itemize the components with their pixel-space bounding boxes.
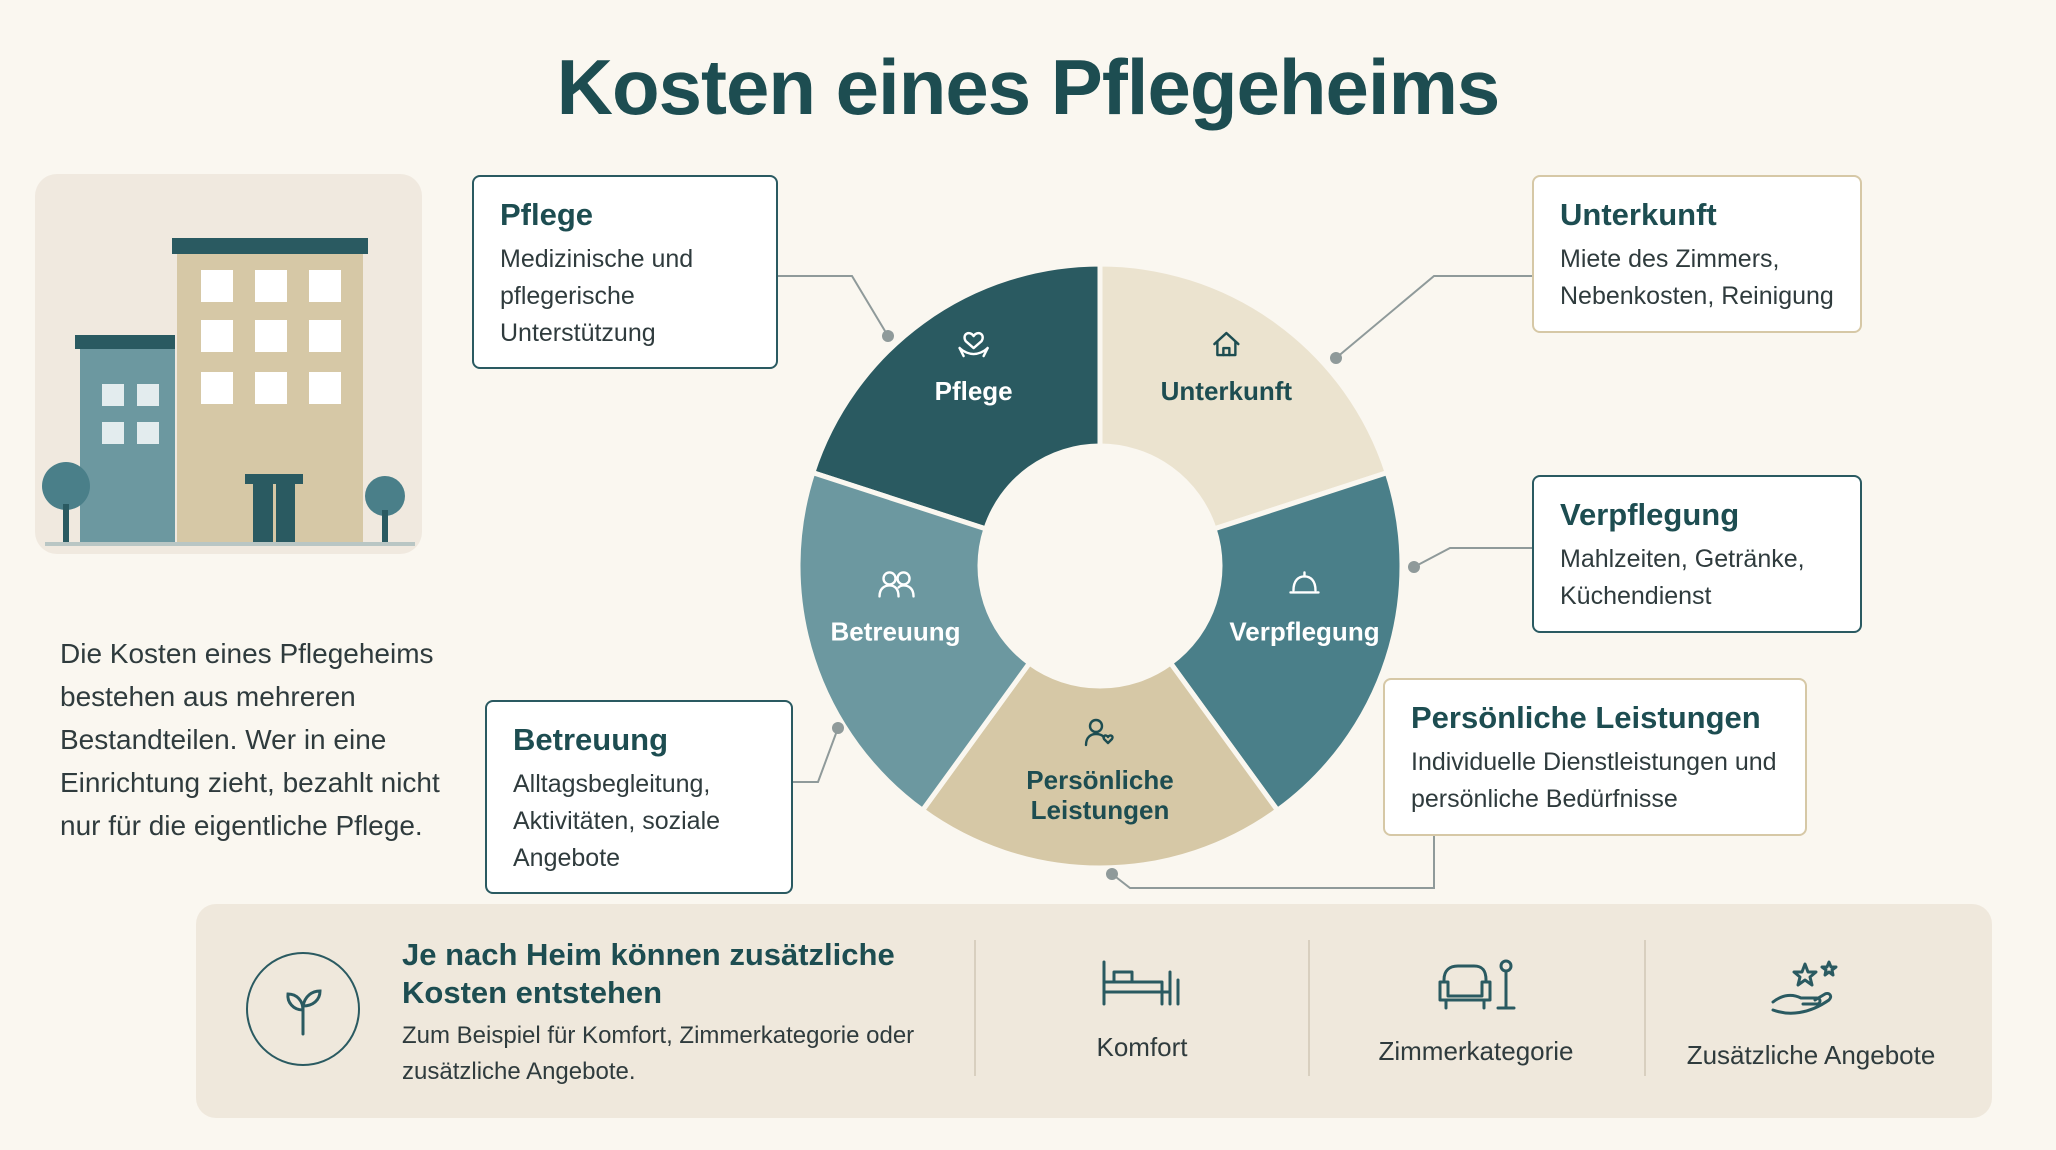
additional-costs-desc: Zum Beispiel für Komfort, Zimmerkategori… xyxy=(402,1022,915,1085)
divider xyxy=(1308,940,1310,1076)
callout-leistungen: Persönliche Leistungen Individuelle Dien… xyxy=(1383,678,1807,836)
house-icon xyxy=(1213,331,1240,357)
callout-title: Unterkunft xyxy=(1560,197,1717,232)
connector-unterkunft xyxy=(1335,275,1532,359)
intro-text: Die Kosten eines Pflegeheims bestehen au… xyxy=(60,638,440,841)
connector-lines xyxy=(778,275,1532,889)
callout-pflege: Pflege Medizinische und pflegerische Unt… xyxy=(472,175,778,369)
page-title: Kosten eines Pflegeheims xyxy=(556,43,1501,131)
callout-desc: Miete des Zimmers, Nebenkosten, Reinigun… xyxy=(1560,245,1834,310)
heart-hands-icon xyxy=(958,331,989,358)
connector-betreuung xyxy=(792,727,839,783)
divider xyxy=(974,940,976,1076)
divider xyxy=(1644,940,1646,1076)
callout-title: Persönliche Leistungen xyxy=(1411,700,1761,735)
callout-title: Verpflegung xyxy=(1560,497,1740,532)
additional-costs-panel: Je nach Heim können zusätzliche Kosten e… xyxy=(196,904,1992,1118)
people-icon xyxy=(878,571,915,598)
extra-label: Komfort xyxy=(1096,1032,1188,1062)
bed-icon xyxy=(1102,960,1180,1006)
callout-desc: Mahlzeiten, Getränke, Küchendienst xyxy=(1560,545,1805,610)
callout-betreuung: Betreuung Alltagsbegleitung, Aktivitäten… xyxy=(485,700,793,894)
callout-unterkunft: Unterkunft Miete des Zimmers, Nebenkoste… xyxy=(1532,175,1862,333)
segment-label: Pflege xyxy=(935,376,1013,406)
connector-pflege xyxy=(778,275,889,337)
segment-label: Unterkunft xyxy=(1161,376,1293,406)
extra-item-zusaetzliche-angebote: Zusätzliche Angebote xyxy=(1646,958,1976,1071)
connector-verpflegung xyxy=(1413,547,1532,568)
connector-dots xyxy=(832,330,1420,880)
armchair-lamp-icon xyxy=(1438,959,1516,1010)
additional-costs-title: Je nach Heim können zusätzliche Kosten e… xyxy=(402,937,895,1010)
building-illustration xyxy=(35,174,422,554)
sprout-icon xyxy=(246,952,360,1066)
connector-leistungen xyxy=(1111,836,1435,889)
segment-label: Betreuung xyxy=(831,616,961,646)
segment-label: Verpflegung xyxy=(1229,616,1379,646)
cloche-icon xyxy=(1289,571,1320,594)
callout-title: Pflege xyxy=(500,197,594,232)
callout-desc: Alltagsbegleitung, Aktivitäten, soziale … xyxy=(513,770,721,872)
callout-title: Betreuung xyxy=(513,722,668,757)
donut-segment xyxy=(795,469,1033,814)
callout-desc: Medizinische und pflegerische Unterstütz… xyxy=(500,245,694,347)
donut-segments xyxy=(795,261,1405,871)
callout-verpflegung: Verpflegung Mahlzeiten, Getränke, Küchen… xyxy=(1532,475,1862,633)
extra-item-komfort: Komfort xyxy=(977,958,1307,1063)
callout-desc: Individuelle Dienstleistungen und persön… xyxy=(1411,748,1777,813)
extra-item-zimmerkategorie: Zimmerkategorie xyxy=(1311,958,1641,1067)
hand-stars-icon xyxy=(1771,960,1838,1015)
extra-label: Zusätzliche Angebote xyxy=(1686,1040,1936,1070)
donut-segment xyxy=(1097,261,1391,533)
donut-segment xyxy=(809,261,1103,533)
donut-segment xyxy=(1167,469,1405,814)
nursing-home-icon xyxy=(42,238,415,546)
donut-segment xyxy=(918,659,1282,871)
extra-label: Zimmerkategorie xyxy=(1378,1036,1574,1066)
person-heart-icon xyxy=(1084,718,1114,747)
